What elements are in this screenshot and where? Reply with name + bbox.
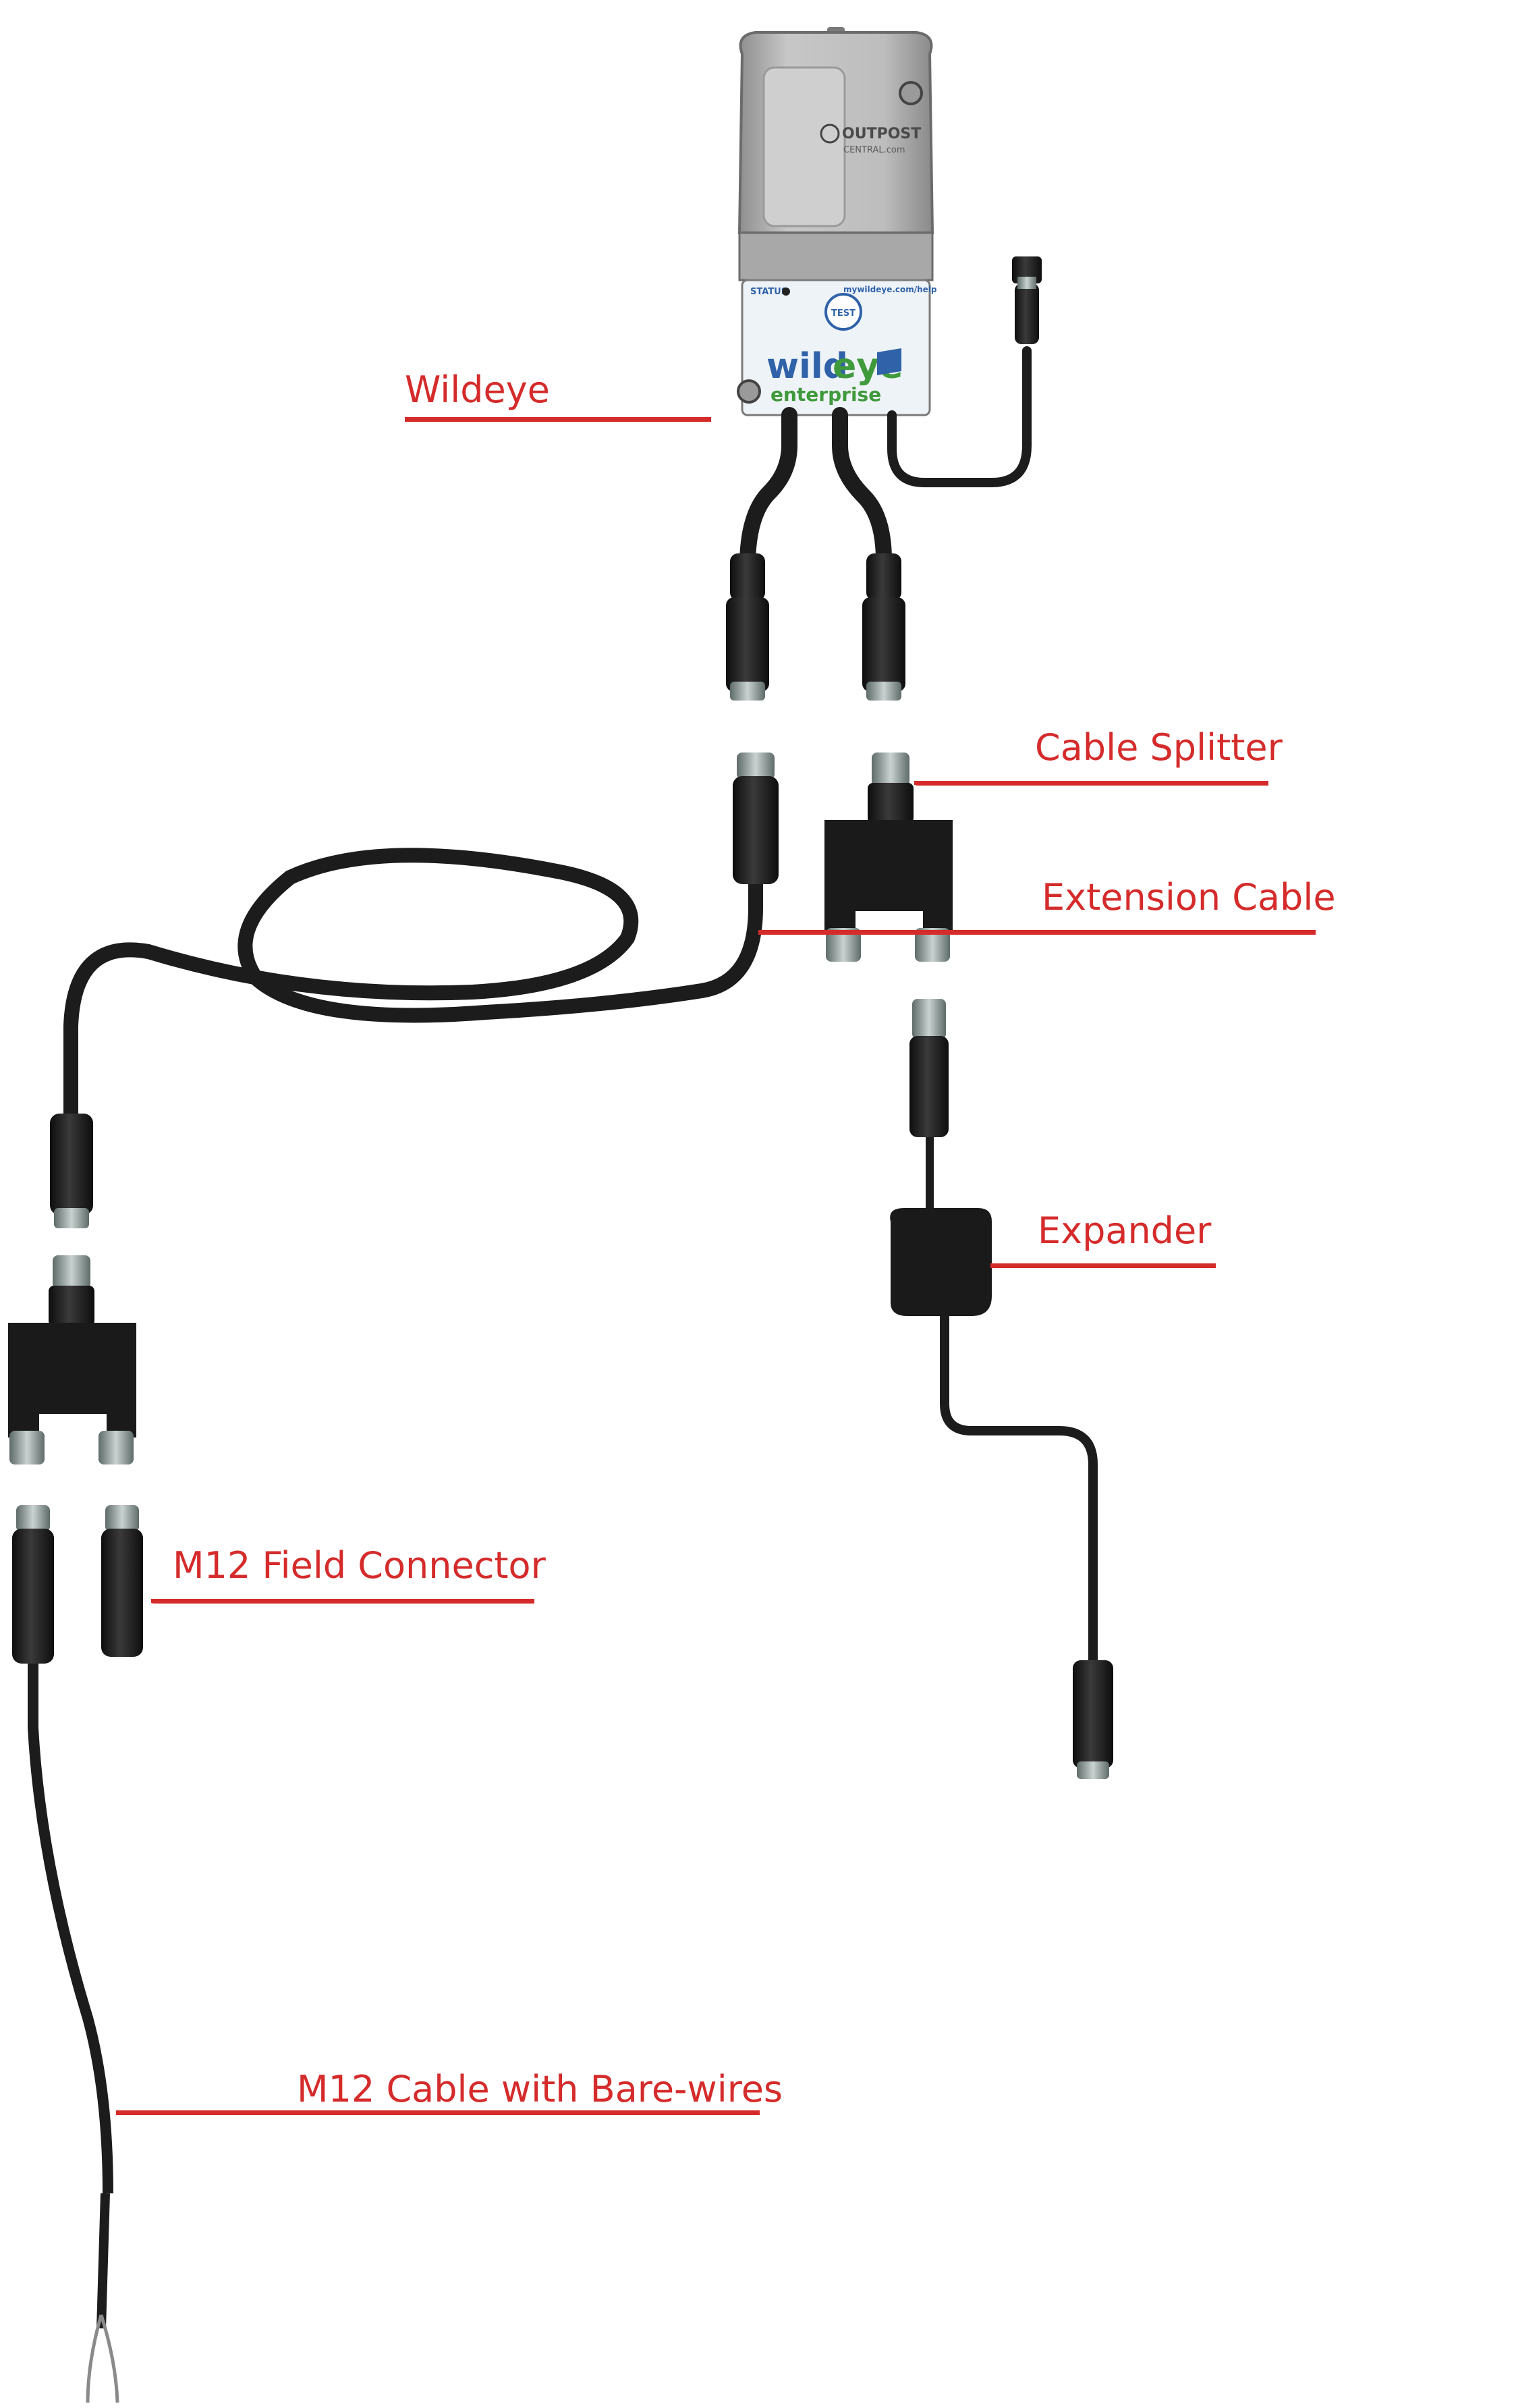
label-cable-splitter: Cable Splitter xyxy=(1035,726,1283,769)
wildeye-underline xyxy=(405,417,711,422)
expander-underline xyxy=(990,1263,1216,1268)
brand-word-1: wild xyxy=(766,346,848,387)
leader-lines xyxy=(151,417,916,1603)
status-led-icon xyxy=(782,288,790,296)
device-cables xyxy=(739,346,1032,568)
label-m12-bare-wires: M12 Cable with Bare-wires xyxy=(297,2068,783,2110)
expander-box xyxy=(890,1208,992,1316)
extension-cable-underline xyxy=(758,930,1316,935)
cable-splitter-top xyxy=(824,752,953,962)
expander xyxy=(890,999,1113,1779)
brand-flag-icon xyxy=(877,348,901,375)
wildeye-device: OUTPOST CENTRAL.com STATUS mywildeye.com… xyxy=(737,27,937,416)
bare-wires-underline xyxy=(116,2110,760,2115)
screw-icon xyxy=(899,81,923,105)
test-button xyxy=(824,293,862,331)
device-pigtail-connector xyxy=(1012,256,1042,344)
maker-sub: CENTRAL.com xyxy=(843,145,905,155)
screw-icon xyxy=(737,379,761,404)
field-connector-underline xyxy=(152,1599,534,1604)
label-extension-cable: Extension Cable xyxy=(1042,876,1336,919)
cable-splitter-bottom xyxy=(8,1255,136,1465)
maker-logo-icon xyxy=(820,124,840,144)
device-m12-female-left xyxy=(726,553,769,701)
extension-cable xyxy=(50,752,779,1228)
cable-splitter-underline xyxy=(916,781,1268,786)
label-expander: Expander xyxy=(1038,1209,1212,1252)
m12-bare-wire-cable xyxy=(12,1505,119,2403)
brand-sub: enterprise xyxy=(770,383,881,406)
status-label: STATUS xyxy=(750,287,787,297)
label-m12-field-connector: M12 Field Connector xyxy=(173,1544,546,1587)
device-m12-female-right xyxy=(862,553,905,701)
test-label: TEST xyxy=(831,308,856,319)
m12-field-connector xyxy=(101,1505,143,1657)
maker-logo: OUTPOST xyxy=(842,126,921,142)
help-url: mywildeye.com/help xyxy=(843,285,937,294)
label-wildeye: Wildeye xyxy=(405,368,550,411)
